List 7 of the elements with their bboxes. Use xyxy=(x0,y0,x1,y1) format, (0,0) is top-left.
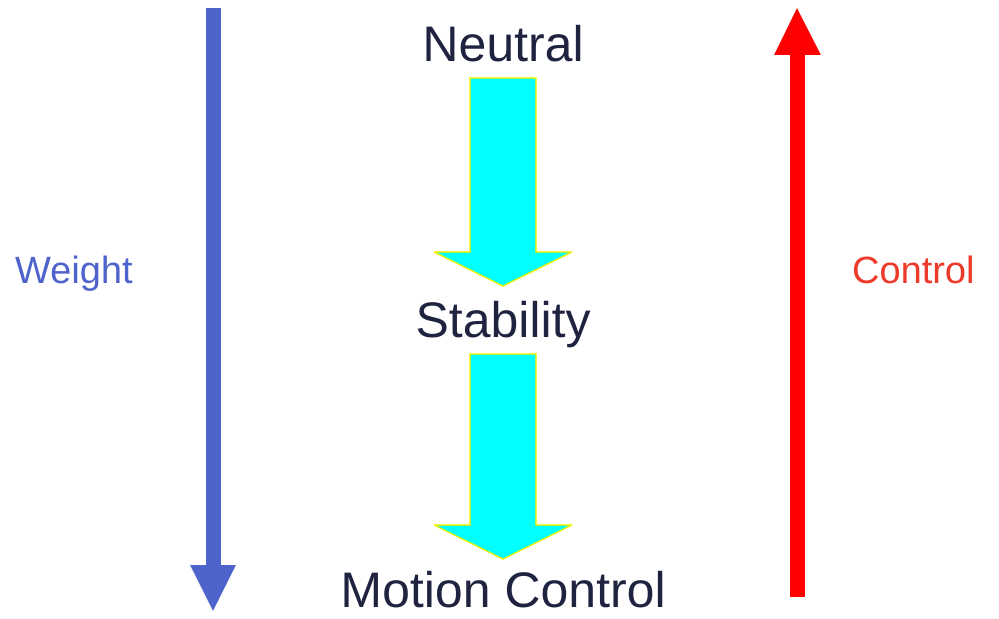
stage-label: Neutral xyxy=(422,19,584,69)
axis-label: Weight xyxy=(15,250,133,293)
stage-label: Motion Control xyxy=(340,565,666,615)
stage-label: Stability xyxy=(415,295,591,345)
axis-label: Control xyxy=(852,250,974,293)
block-arrow xyxy=(433,353,573,560)
block-arrow xyxy=(433,77,573,287)
